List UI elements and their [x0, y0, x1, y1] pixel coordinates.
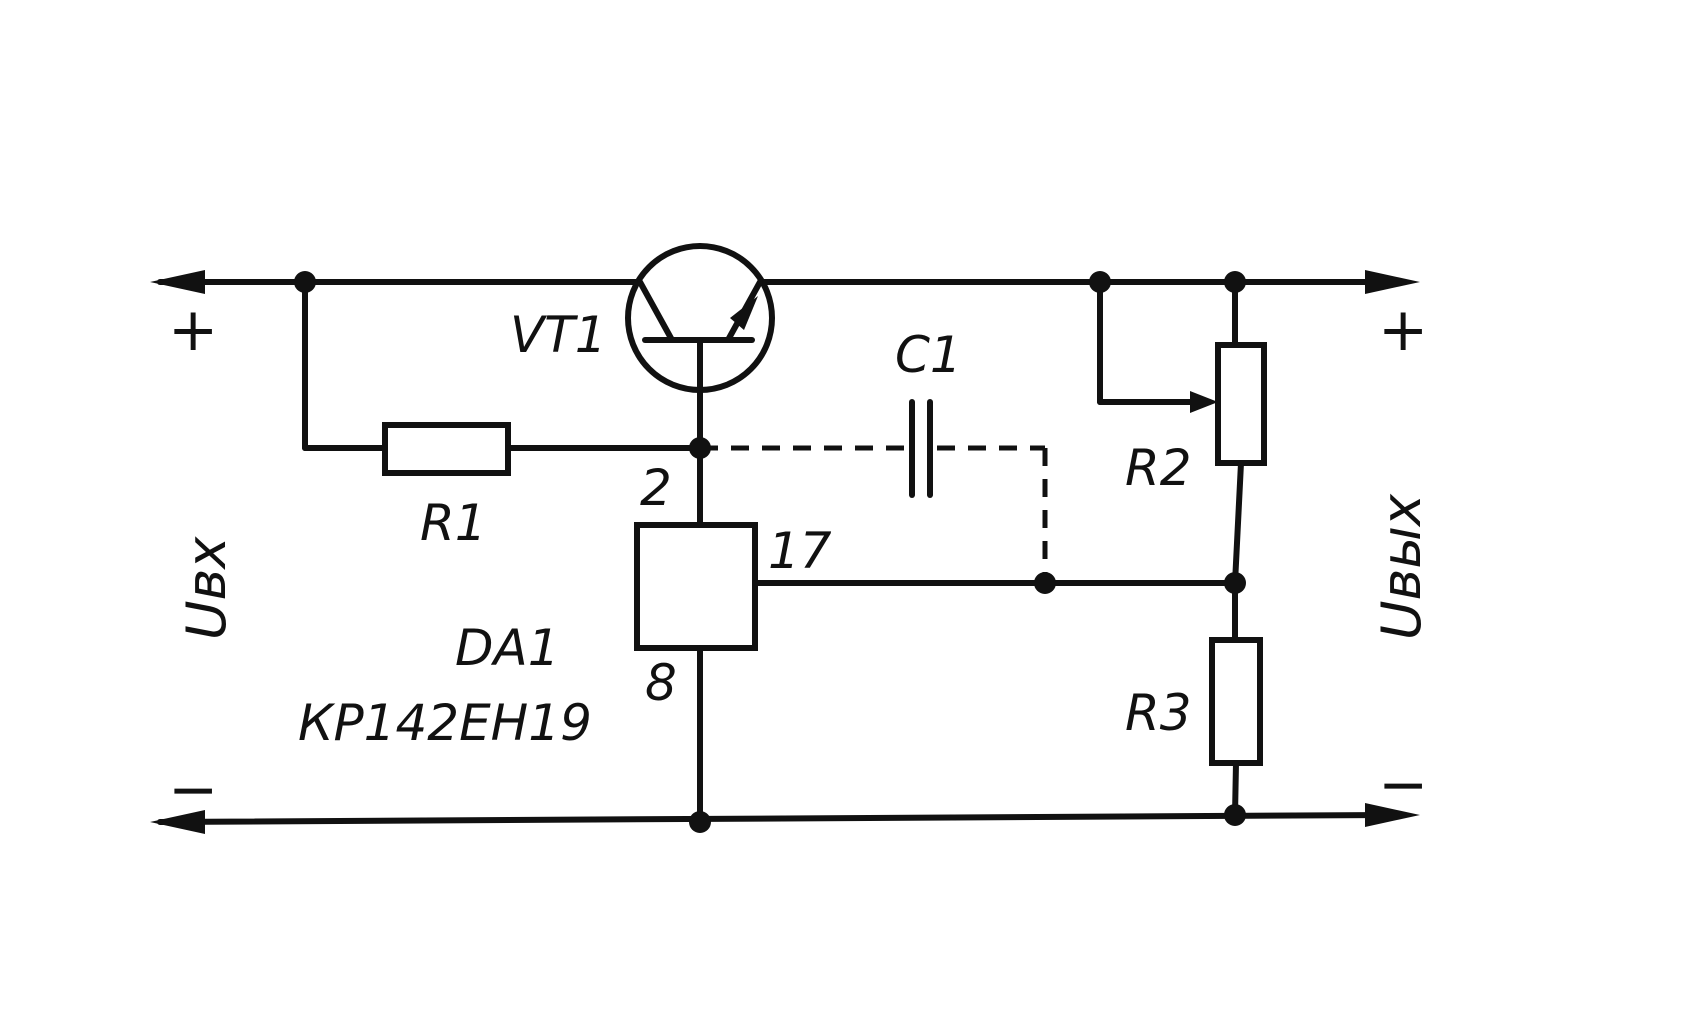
capacitor-label: C1: [895, 326, 962, 384]
output-voltage-label: Uвых: [1370, 493, 1433, 640]
resistor-r2: [1097, 279, 1267, 586]
bottom-rail: [150, 803, 1420, 834]
pin-17-label: 17: [768, 522, 832, 580]
junction-dots: [294, 271, 1246, 833]
chip-da1: [634, 445, 1238, 825]
transistor-label: VT1: [510, 306, 607, 364]
resistor-r1: [302, 279, 703, 476]
resistor-r1-label: R1: [420, 494, 487, 552]
input-minus-label: −: [168, 755, 218, 825]
top-rail: [150, 270, 1420, 294]
junction-dot: [294, 271, 316, 293]
output-minus-arrow-icon: [1365, 803, 1420, 827]
pin-2-label: 2: [640, 459, 672, 517]
pin-8-label: 8: [645, 654, 677, 712]
output-plus-arrow-icon: [1365, 270, 1420, 294]
input-plus-label: +: [168, 295, 218, 365]
resistor-r2-label: R2: [1125, 439, 1192, 497]
junction-dot: [1224, 572, 1246, 594]
input-plus-arrow-icon: [150, 270, 205, 294]
junction-dot: [689, 811, 711, 833]
junction-dot: [1034, 572, 1056, 594]
capacitor-c1: [700, 399, 1048, 580]
resistor-r3: [1209, 580, 1263, 818]
output-plus-label: +: [1378, 295, 1428, 365]
junction-dot: [1089, 271, 1111, 293]
chip-part-label: КР142ЕН19: [298, 694, 592, 752]
junction-dot: [689, 437, 711, 459]
r2-wiper-arrow-icon: [1190, 391, 1218, 413]
input-minus-arrow-icon: [150, 810, 205, 834]
junction-dot: [1224, 271, 1246, 293]
output-minus-label: −: [1378, 750, 1428, 820]
transistor-vt1: [625, 243, 775, 451]
emitter-arrow-icon: [730, 296, 758, 330]
junction-dot: [1224, 804, 1246, 826]
input-voltage-label: Uвх: [175, 536, 238, 640]
chip-name-label: DA1: [455, 619, 560, 677]
resistor-r3-label: R3: [1125, 684, 1192, 742]
